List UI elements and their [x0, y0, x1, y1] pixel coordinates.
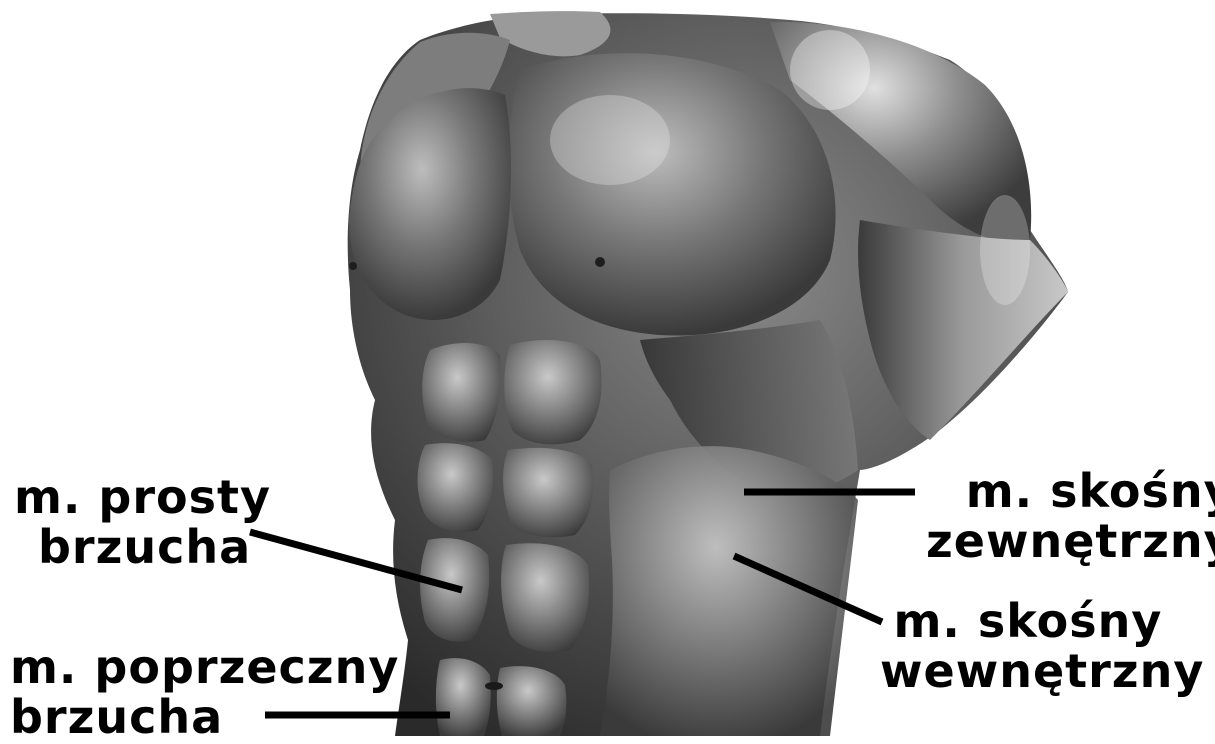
label-rectus-line1: m. prosty — [14, 472, 271, 522]
shoulder-highlight — [790, 30, 870, 110]
label-internal-line2: wewnętrzny — [880, 646, 1204, 696]
label-internal-line1: m. skośny — [880, 596, 1204, 646]
label-external-line2: zewnętrzny — [926, 516, 1215, 566]
left-nipple — [349, 262, 357, 270]
arm-highlight — [980, 195, 1030, 305]
label-transverse-line1: m. poprzeczny — [10, 642, 399, 692]
right-nipple — [595, 257, 605, 267]
pec-highlight — [550, 95, 670, 185]
label-transverse-abdominis: m. poprzeczny brzucha — [10, 642, 399, 742]
label-internal-oblique: m. skośny wewnętrzny — [880, 596, 1204, 696]
label-external-oblique: m. skośny zewnętrzny — [926, 466, 1215, 566]
label-transverse-line2: brzucha — [10, 692, 399, 742]
label-rectus-line2: brzucha — [14, 522, 271, 572]
label-rectus-abdominis: m. prosty brzucha — [14, 472, 271, 572]
label-external-line1: m. skośny — [926, 466, 1215, 516]
navel — [485, 682, 503, 690]
